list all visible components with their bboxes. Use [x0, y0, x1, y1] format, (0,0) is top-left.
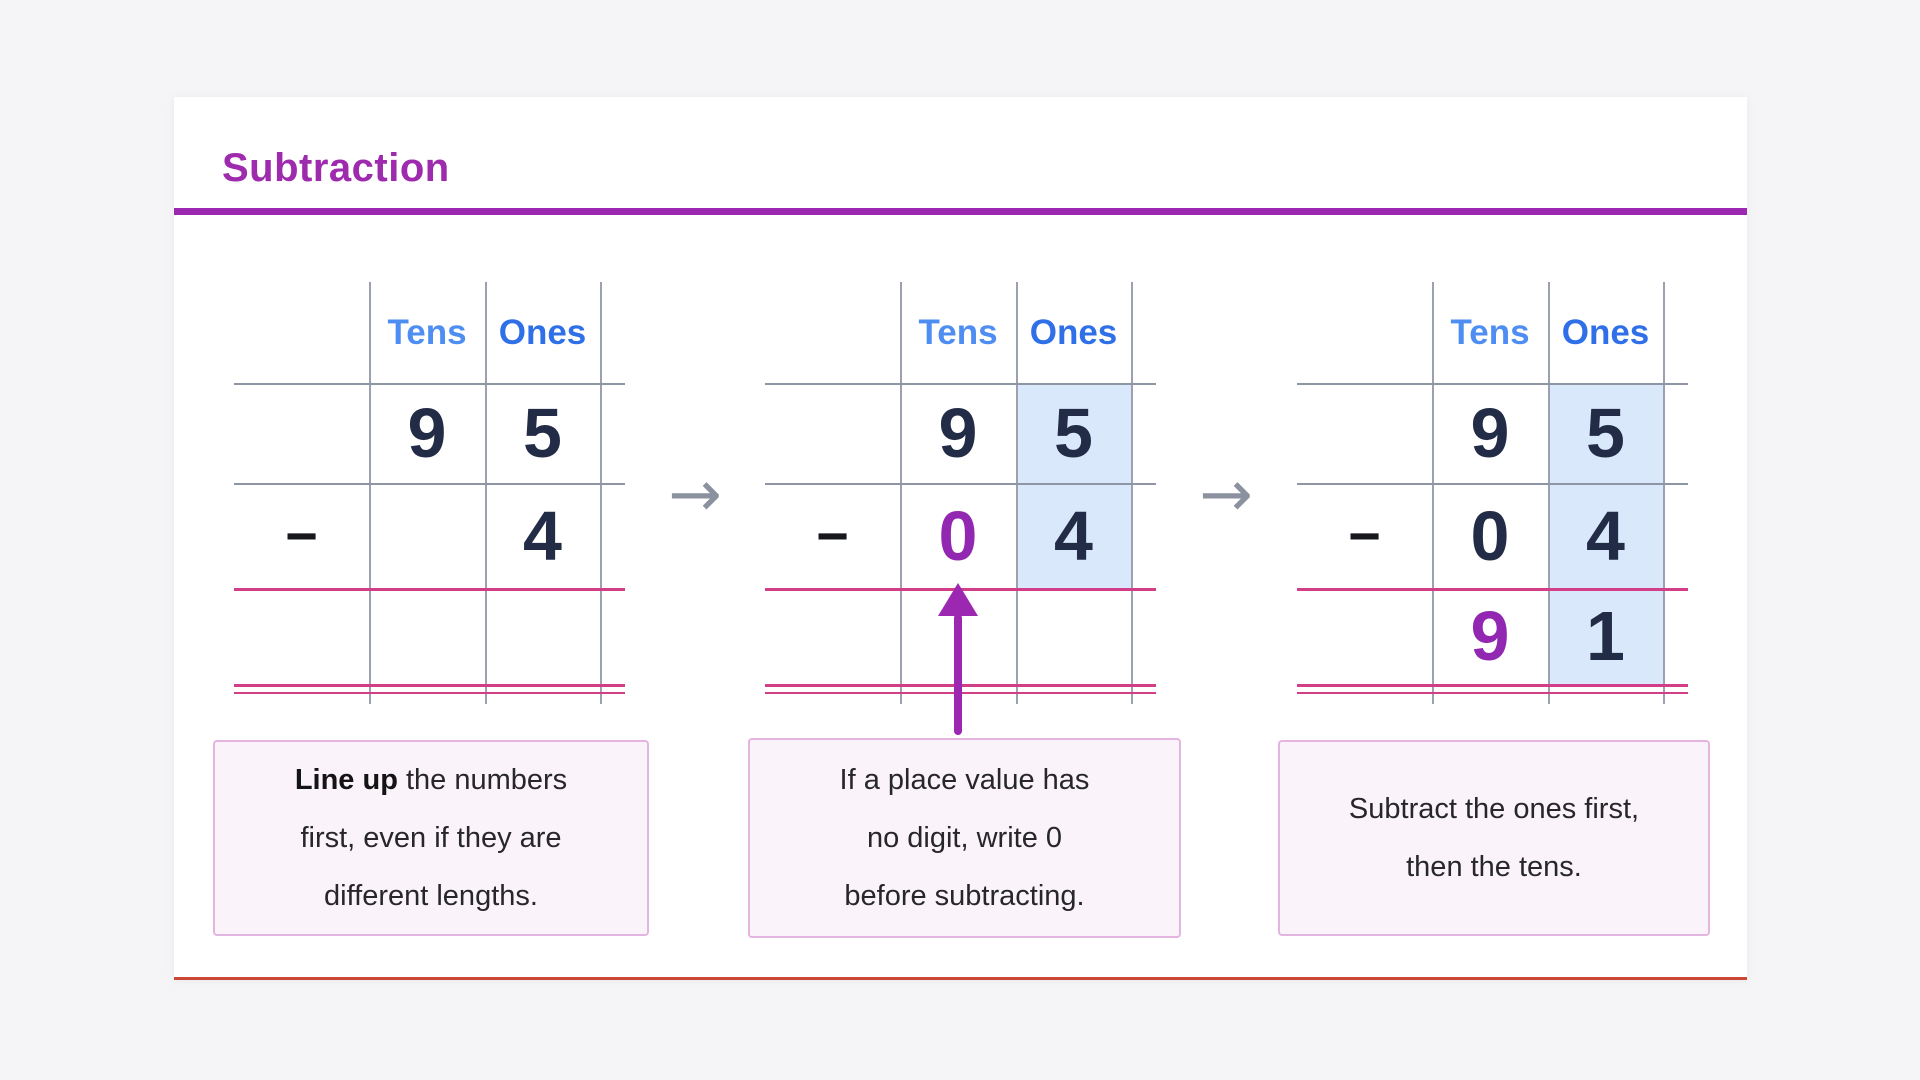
minuend-ones-digit: 5 — [523, 394, 562, 472]
result-double-line — [1297, 691, 1688, 694]
caption-line: before subtracting. — [844, 880, 1085, 912]
subtrahend-ones-digit: 4 — [1054, 496, 1093, 575]
caption-line: different lengths. — [324, 880, 538, 912]
grid-hline — [765, 483, 1156, 485]
caption-box-step2: If a place value has no digit, write 0 b… — [748, 738, 1181, 938]
ones-column-highlight — [1018, 385, 1131, 588]
right-arrow-icon: → — [1199, 458, 1253, 532]
minus-operator: − — [816, 504, 849, 567]
result-tens-digit: 9 — [1470, 597, 1510, 675]
place-value-table-step3: Tens Ones 9 5 − 0 4 9 1 — [1297, 282, 1688, 704]
grid-vline — [1131, 282, 1133, 704]
result-double-line — [234, 684, 625, 687]
result-ones-digit: 1 — [1586, 597, 1625, 675]
minuend-ones-digit: 5 — [1054, 394, 1093, 472]
caption-line: first, even if they are — [300, 822, 562, 854]
subtrahend-ones-digit: 4 — [523, 496, 562, 575]
minus-operator: − — [1348, 504, 1381, 567]
subtraction-line — [1297, 588, 1688, 591]
minuend-ones-digit: 5 — [1586, 394, 1625, 472]
caption-box-step3: Subtract the ones first, then the tens. — [1278, 740, 1710, 936]
grid-vline — [1663, 282, 1665, 704]
grid-vline — [485, 282, 487, 704]
grid-vline — [600, 282, 602, 704]
grid-vline — [1432, 282, 1434, 704]
caption-box-step1: Line up the numbers first, even if they … — [213, 740, 649, 936]
ones-column-highlight — [1550, 385, 1663, 684]
grid-hline — [234, 383, 625, 385]
minuend-tens-digit: 9 — [938, 394, 978, 472]
tens-column-header: Tens — [1450, 312, 1530, 352]
grid-hline — [234, 483, 625, 485]
caption-line: no digit, write 0 — [866, 822, 1063, 854]
minuend-tens-digit: 9 — [407, 394, 447, 472]
caption-line: If a place value has — [839, 764, 1090, 796]
result-double-line — [1297, 684, 1688, 687]
subtrahend-ones-digit: 4 — [1586, 496, 1625, 575]
ones-column-header: Ones — [1029, 312, 1118, 352]
subtraction-line — [234, 588, 625, 591]
page-title: Subtraction — [222, 146, 450, 190]
caption-line: Subtract the ones first, — [1348, 793, 1640, 825]
minuend-tens-digit: 9 — [1470, 394, 1510, 472]
grid-vline — [1548, 282, 1550, 704]
ones-column-header: Ones — [498, 312, 587, 352]
right-arrow-icon: → — [668, 458, 722, 532]
grid-hline — [765, 383, 1156, 385]
caption-bold-text: Line up — [294, 764, 398, 796]
ones-column-header: Ones — [1561, 312, 1650, 352]
up-arrow-shaft — [954, 614, 962, 735]
place-value-table-step1: Tens Ones 9 5 − 4 — [234, 282, 625, 704]
tens-column-header: Tens — [387, 312, 467, 352]
subtrahend-tens-digit: 0 — [938, 496, 978, 575]
title-divider — [174, 208, 1747, 215]
grid-hline — [1297, 483, 1688, 485]
tens-column-header: Tens — [918, 312, 998, 352]
up-arrow-head — [938, 583, 978, 616]
grid-vline — [369, 282, 371, 704]
grid-hline — [1297, 383, 1688, 385]
caption-line: then the tens. — [1406, 851, 1582, 883]
minus-operator: − — [285, 504, 318, 567]
grid-vline — [1016, 282, 1018, 704]
subtrahend-tens-digit: 0 — [1470, 496, 1510, 575]
caption-line: Line up the numbers — [295, 751, 567, 809]
result-double-line — [234, 691, 625, 694]
caption-text: the numbers — [397, 764, 568, 796]
grid-vline — [900, 282, 902, 704]
